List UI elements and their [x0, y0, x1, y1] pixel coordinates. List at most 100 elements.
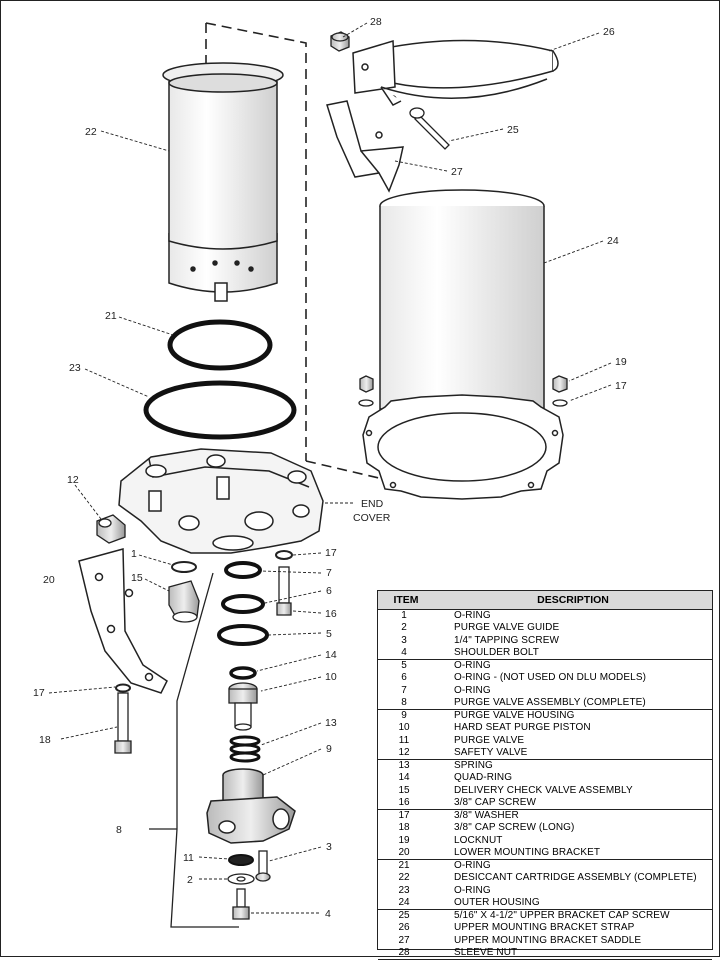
item-number: 12 [398, 746, 410, 758]
item-number: 24 [398, 896, 410, 908]
item-number: 25 [398, 910, 410, 921]
shoulder-bolt [232, 888, 250, 920]
callout-16: 16 [325, 608, 337, 620]
table-row: 9 PURGE VALVE HOUSING [378, 710, 712, 722]
item-description: DELIVERY CHECK VALVE ASSEMBLY [454, 784, 633, 796]
table-row: 24 OUTER HOUSING [378, 897, 712, 909]
item-description: O-RING [454, 610, 491, 621]
washer-17-lower [115, 683, 131, 693]
callout-13: 13 [325, 717, 337, 729]
spring [229, 735, 261, 763]
purge-piston [228, 682, 258, 731]
item-number: 22 [398, 872, 410, 884]
callout-17-a: 17 [615, 380, 627, 392]
callout-8: 8 [116, 824, 122, 836]
sleeve-nut [330, 31, 350, 52]
item-number: 14 [398, 772, 410, 784]
item-description: DESICCANT CARTRIDGE ASSEMBLY (COMPLETE) [454, 872, 697, 884]
callout-20: 20 [43, 574, 55, 586]
callout-17-b: 17 [325, 547, 337, 559]
item-description: O-RING - (NOT USED ON DLU MODELS) [454, 672, 647, 684]
table-row: 22 DESICCANT CARTRIDGE ASSEMBLY (COMPLETE… [378, 872, 712, 884]
callout-15: 15 [131, 572, 143, 584]
item-number: 8 [401, 696, 407, 708]
parts-table-header: ITEM DESCRIPTION [378, 591, 712, 610]
item-number: 2 [401, 622, 407, 634]
item-description: O-RING [454, 860, 491, 871]
callout-12: 12 [67, 474, 79, 486]
item-number: 7 [401, 684, 407, 696]
purge-valve-guide [227, 873, 255, 885]
item-description: OUTER HOUSING [454, 896, 540, 908]
item-number: 3 [401, 634, 407, 646]
item-description: SAFETY VALVE [454, 746, 528, 758]
table-row: 11 PURGE VALVE [378, 735, 712, 747]
callout-24: 24 [607, 235, 619, 247]
leader-lines [48, 22, 612, 914]
cap-screw-16 [276, 566, 292, 616]
o-ring-1 [171, 561, 197, 573]
o-ring-23 [143, 380, 297, 440]
item-number: 10 [398, 722, 410, 734]
o-ring-21 [167, 319, 273, 371]
item-description: 5/16" X 4-1/2" UPPER BRACKET CAP SCREW [454, 910, 670, 921]
callout-22: 22 [85, 126, 97, 138]
item-number: 5 [401, 660, 407, 671]
table-row: 12 SAFETY VALVE [378, 747, 712, 759]
desiccant-cartridge [162, 62, 284, 302]
item-number: 9 [401, 710, 407, 721]
delivery-check-valve [168, 580, 200, 623]
table-row: 21 O-RING [378, 860, 712, 872]
callout-14: 14 [325, 649, 337, 661]
outer-housing [362, 189, 564, 500]
tapping-screw [255, 850, 271, 882]
item-number: 26 [398, 922, 410, 934]
item-number: 15 [398, 784, 410, 796]
table-row: 14 QUAD-RING [378, 772, 712, 784]
item-number: 21 [398, 860, 410, 871]
purge-valve-housing [206, 768, 296, 844]
safety-valve [96, 514, 126, 544]
parts-table-group: 25 5/16" X 4-1/2" UPPER BRACKET CAP SCREW… [378, 910, 712, 960]
purge-valve [228, 854, 254, 866]
end-cover [118, 448, 324, 554]
item-description: UPPER MOUNTING BRACKET SADDLE [454, 934, 642, 946]
callout-26: 26 [603, 26, 615, 38]
o-ring-5 [217, 624, 269, 646]
bracket-cap-screw [409, 107, 450, 150]
item-description: O-RING [454, 684, 491, 696]
item-description: PURGE VALVE [454, 734, 525, 746]
o-ring-7 [224, 561, 262, 579]
item-description: PURGE VALVE HOUSING [454, 710, 575, 721]
washer-17-upper [275, 550, 293, 560]
item-description: LOWER MOUNTING BRACKET [454, 846, 601, 858]
item-description: PURGE VALVE GUIDE [454, 622, 560, 634]
item-number: 23 [398, 884, 410, 896]
callout-19: 19 [615, 356, 627, 368]
item-number: 11 [398, 734, 410, 746]
header-description: DESCRIPTION [537, 594, 609, 606]
svg-text:END: END [361, 498, 384, 510]
table-row: 15 DELIVERY CHECK VALVE ASSEMBLY [378, 785, 712, 797]
item-number: 19 [398, 834, 410, 846]
table-row: 2 PURGE VALVE GUIDE [378, 622, 712, 634]
item-number: 17 [398, 810, 410, 821]
item-description: QUAD-RING [454, 772, 513, 784]
callout-25: 25 [507, 124, 519, 136]
